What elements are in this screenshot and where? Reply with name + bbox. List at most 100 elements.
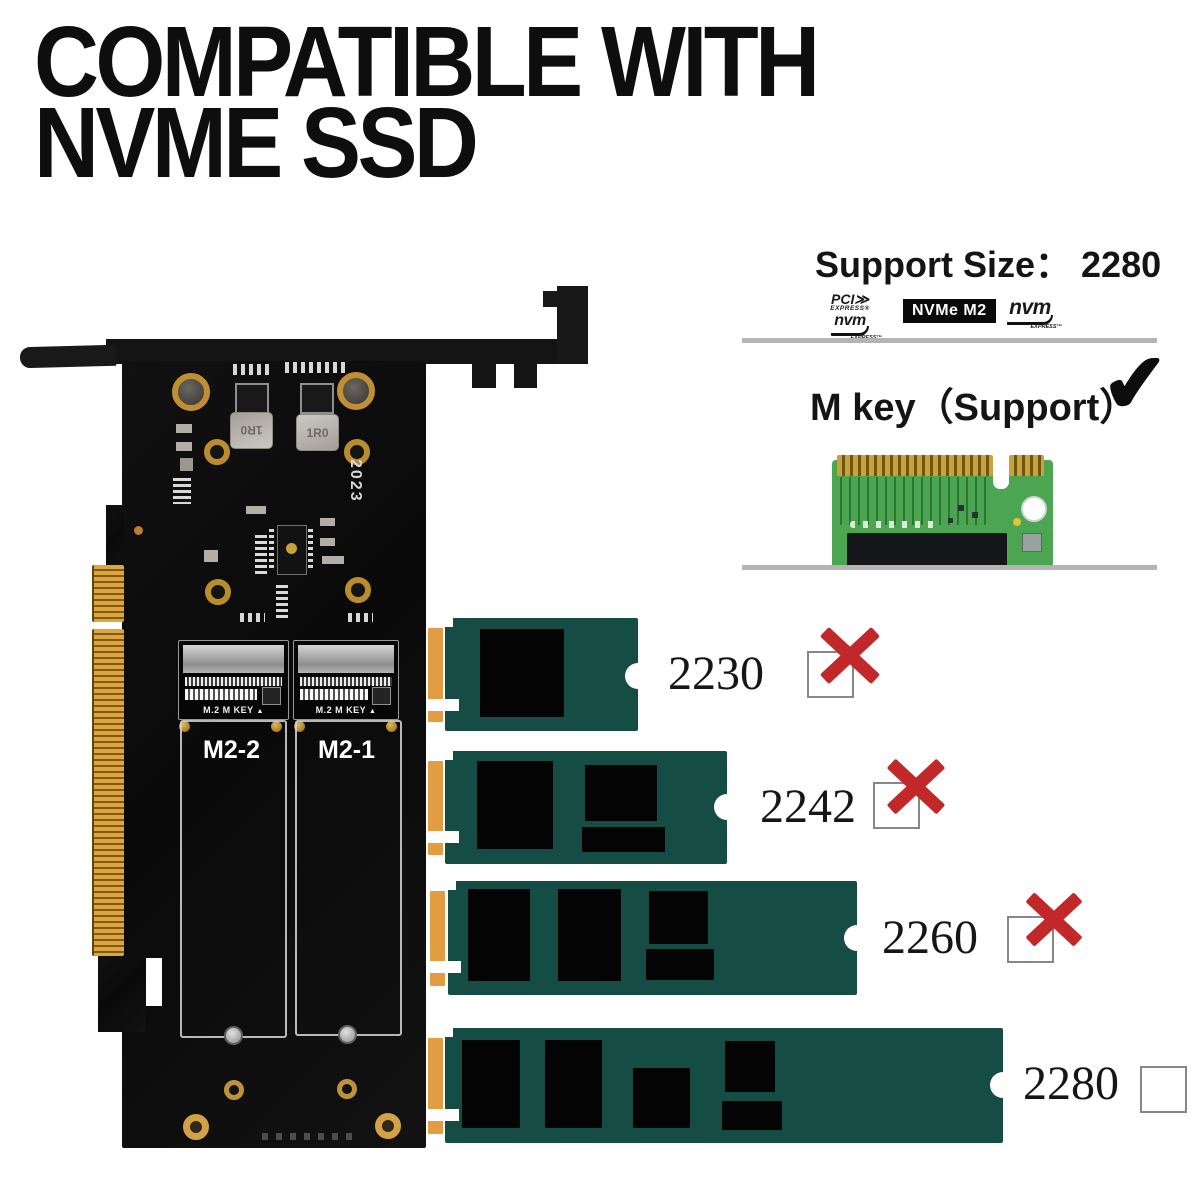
ssd-2280-chip-3	[633, 1068, 690, 1128]
bottom-silkscreen	[262, 1133, 354, 1140]
ssd-2260-chip-3	[649, 891, 708, 944]
bracket-arm	[557, 286, 588, 364]
ssd-2242-chip-1	[477, 761, 553, 849]
slot1-latch	[372, 687, 391, 705]
ssd-2242-cross-icon	[885, 758, 947, 816]
standoff-right	[337, 1079, 357, 1099]
slot-screw-1	[179, 721, 190, 732]
support-size-line: Support Size： 2280	[815, 236, 1161, 288]
slot2-key-label: M.2 M KEY ▲	[183, 703, 284, 717]
passive-11	[276, 585, 288, 619]
ssd-2280-key-notch	[426, 1109, 459, 1121]
ssd-2280-chip-1	[462, 1040, 520, 1128]
dcdc-chip-1	[235, 383, 269, 414]
slot2-latch	[262, 687, 281, 705]
ssd-2230-cross-icon	[818, 626, 882, 686]
passive-6	[320, 518, 335, 526]
gold-via-4	[345, 577, 371, 603]
m2-slot-connector-1: M.2 M KEY ▲	[293, 640, 399, 720]
dcdc-chip-2	[300, 383, 334, 414]
pcie-nvm-logo: PCI≫ EXPRESS® nvm EXPRESS™	[818, 292, 882, 341]
m2-slot-connector-2: M.2 M KEY ▲	[178, 640, 289, 720]
passive-1	[176, 424, 192, 433]
pcb-body	[122, 361, 426, 1148]
page-title: COMPATIBLE WITH NVME SSD	[34, 6, 820, 199]
nvm-express-logo-tail: EXPRESS™	[1030, 324, 1062, 330]
slot1-key-label: M.2 M KEY ▲	[298, 703, 394, 717]
passive-4	[173, 478, 191, 504]
m2-key-notch	[993, 453, 1009, 489]
m2-photo-dot-1	[958, 505, 964, 511]
ssd-2280-chip-4	[725, 1041, 775, 1092]
pci-express-logo-subtext: EXPRESS®	[830, 305, 870, 312]
controller-pins-right	[308, 529, 313, 571]
orange-via	[134, 526, 143, 535]
mount-screw-right	[337, 372, 375, 410]
support-size-value: 2280	[1081, 244, 1162, 285]
ssd-2260-chip-2	[558, 889, 621, 981]
title-line-1: COMPATIBLE WITH	[34, 6, 820, 118]
m2-photo-mount-hole	[1021, 496, 1047, 522]
mkey-support-line: M key（Support）	[810, 387, 1138, 429]
slot-screw-2	[271, 721, 282, 732]
ssd-2242-chip-2	[585, 765, 657, 821]
ssd-2280-chip-5	[722, 1101, 782, 1130]
slot1-pin-row-1	[300, 677, 392, 686]
bracket-left-tab	[19, 344, 117, 369]
ssd-2242-key-notch	[426, 831, 459, 843]
nvm-express-logo-text: nvm	[1009, 296, 1051, 319]
standoff-left	[224, 1080, 244, 1100]
bay-label-m2-2: M2-2	[203, 736, 260, 764]
ssd-2280-mount-notch	[990, 1072, 1016, 1098]
pcie-finger-segment-2	[92, 629, 124, 956]
ssd-2230-key-notch	[426, 699, 459, 711]
ssd-2242-label: 2242	[760, 780, 856, 833]
bracket-hook	[543, 291, 559, 307]
pcie-finger-segment-1	[92, 565, 124, 622]
slot2-key-arrow-icon: ▲	[256, 708, 264, 715]
ssd-2230-chip	[480, 629, 564, 717]
passive-8	[322, 556, 344, 564]
year-silkscreen: 2023	[347, 459, 364, 503]
ssd-2260-cross-icon	[1024, 891, 1084, 949]
passive-5	[246, 506, 266, 514]
ssd-2260-chip-1	[468, 889, 530, 981]
ssd-2242-corner-notch	[445, 751, 453, 760]
nvm-logo-tail: EXPRESS™	[851, 335, 882, 342]
pci-express-logo-text: PCI≫	[831, 291, 869, 307]
ssd-2280-label: 2280	[1023, 1057, 1119, 1110]
slot2-pin-row-2	[185, 689, 257, 700]
pcb-bottom-tab	[98, 956, 146, 1032]
bay-screw-1	[338, 1025, 357, 1044]
slot1-pin-row-2	[300, 689, 368, 700]
m2-photo-traces	[840, 477, 990, 525]
slot2-pin-row-1	[185, 677, 282, 686]
title-line-2: NVME SSD	[34, 87, 479, 199]
slot1-metal-cap	[298, 645, 394, 673]
ssd-2260-mount-notch	[844, 925, 870, 951]
divider-bottom	[742, 565, 1157, 570]
slot1-key-label-text: M.2 M KEY	[315, 705, 366, 715]
m2-photo-dot-2	[972, 512, 978, 518]
controller-pins-left	[269, 529, 274, 571]
ssd-2280-corner-notch	[445, 1028, 453, 1037]
nvm-logo-text: nvm	[834, 311, 866, 329]
passive-9	[255, 535, 267, 575]
pcb-left-step	[106, 505, 124, 579]
bracket-tab-a	[472, 363, 496, 388]
ssd-2260-label: 2260	[882, 911, 978, 964]
slot2-key-label-text: M.2 M KEY	[203, 705, 254, 715]
m2-photo-gold-fingers	[837, 455, 993, 476]
silkscreen-cap-row-2	[285, 362, 345, 373]
m2-connector-photo	[830, 453, 1056, 571]
gold-via-3	[205, 579, 231, 605]
ssd-2260-corner-notch	[448, 881, 456, 890]
bracket-tab-b	[514, 363, 537, 388]
ssd-2230-gold-edge	[428, 628, 443, 722]
nvme-m2-badge: NVMe M2	[903, 299, 996, 323]
ssd-bay-1	[295, 720, 402, 1036]
m2-photo-gold-dot	[1013, 518, 1021, 526]
inductor-1: 1R0	[230, 412, 273, 449]
slot-screw-3	[294, 721, 305, 732]
